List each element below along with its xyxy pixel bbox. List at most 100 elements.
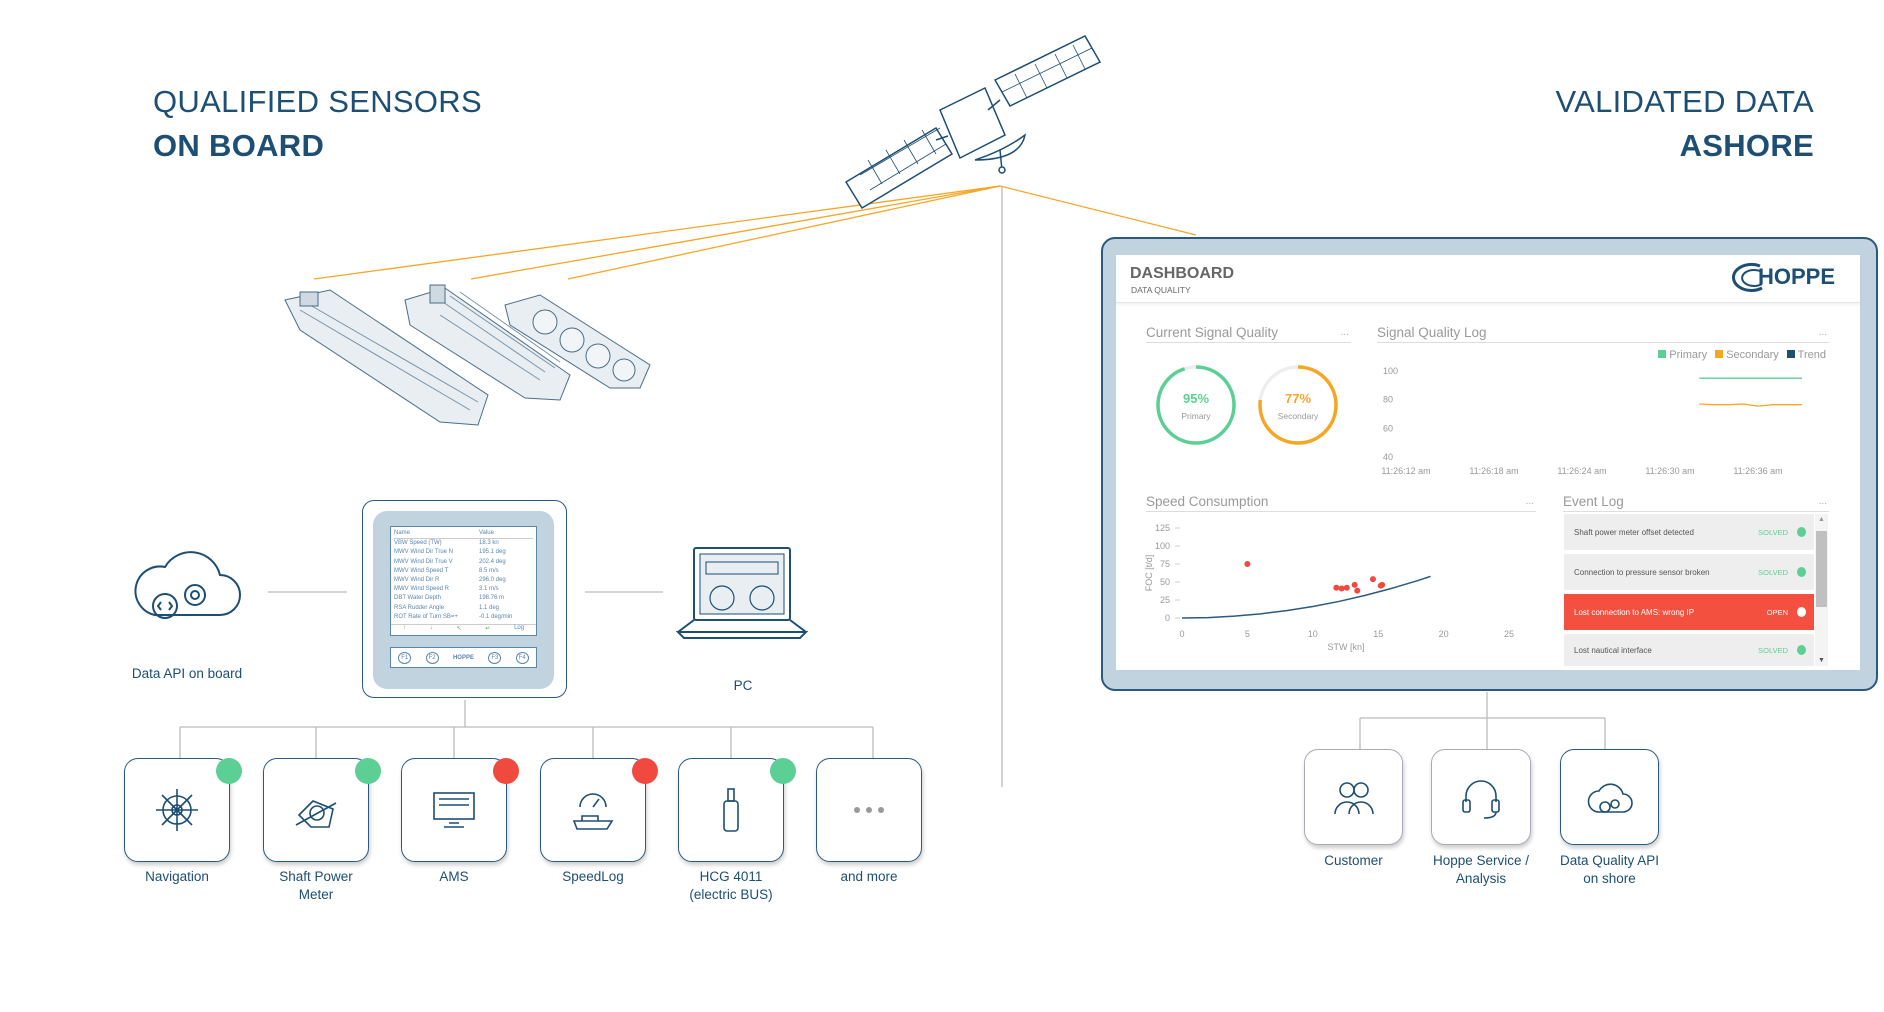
heading-onboard: QUALIFIED SENSORS ON BOARD <box>153 80 482 168</box>
event-status: SOLVED <box>1758 567 1788 577</box>
ashore-cloud-gear[interactable] <box>1560 749 1659 845</box>
sensor-label: HCG 4011 (electric BUS) <box>689 869 773 902</box>
ships-illustration <box>284 284 651 426</box>
row-value: 8.5 m/s <box>479 567 499 574</box>
scroll-up-icon[interactable]: ▲ <box>1818 516 1825 523</box>
row-name: MWV Wind Speed T <box>394 567 449 574</box>
heading-line1: VALIDATED DATA <box>1555 84 1814 119</box>
section-title: Speed Consumption <box>1146 494 1269 509</box>
sensor-ams[interactable] <box>401 758 519 862</box>
more-button[interactable]: ... <box>1818 327 1827 338</box>
ashore-label: Data Quality API on shore <box>1559 853 1660 886</box>
status-dot <box>1797 645 1806 655</box>
event-text: Lost connection to AMS: wrong IP <box>1574 607 1695 617</box>
row-value: -0.1 deg/min <box>479 613 513 620</box>
cloud-api-label: Data API on board <box>131 666 243 681</box>
sensor-label: SpeedLog <box>562 869 624 884</box>
status-dot-ok <box>216 758 242 784</box>
event-text: Connection to pressure sensor broken <box>1574 567 1710 577</box>
device-row: DBT Water Depth 198.76 m <box>394 594 533 603</box>
device-row: MWV Wind Speed T 8.5 m/s <box>394 567 533 576</box>
speedlog-icon <box>572 793 614 830</box>
device-brand: HOPPE <box>452 654 474 661</box>
heading-line1: QUALIFIED SENSORS <box>153 84 482 119</box>
ashore-customer[interactable] <box>1304 749 1403 845</box>
row-value: 202.4 deg <box>479 558 506 565</box>
event-status: SOLVED <box>1758 527 1788 537</box>
event-row[interactable]: Lost connection to AMS: wrong IP OPEN <box>1564 594 1814 630</box>
sensor-navigation[interactable] <box>124 758 242 862</box>
headset-icon <box>1462 780 1500 819</box>
section-title: Signal Quality Log <box>1377 325 1487 340</box>
f4-button[interactable]: F4 <box>515 651 529 664</box>
more-button[interactable]: ... <box>1525 496 1534 507</box>
log-key[interactable]: Log <box>514 625 525 631</box>
dashboard-title: DASHBOARD <box>1130 265 1234 282</box>
dashboard-subtitle: DATA QUALITY <box>1131 285 1191 295</box>
ashore-label: Hoppe Service / Analysis <box>1432 853 1530 886</box>
f2-button[interactable]: F2 <box>425 651 439 664</box>
sensor-hcg[interactable] <box>678 758 796 862</box>
pc-laptop-icon <box>675 546 809 647</box>
col-value: Value <box>479 530 494 536</box>
network-lines <box>179 187 1606 787</box>
row-value: 198.76 m <box>479 595 505 602</box>
gauge-arc <box>1258 365 1338 445</box>
onboard-display-device[interactable]: Name Value VBW Speed (TW) 18.3 kn MWV Wind … <box>362 500 567 698</box>
event-row[interactable]: Connection to pressure sensor broken SOLV… <box>1564 554 1814 590</box>
customer-icon <box>1333 782 1374 815</box>
row-name: DBT Water Depth <box>394 595 442 602</box>
gauge-value: 77% <box>1284 391 1312 406</box>
scroll-down-icon[interactable]: ▼ <box>1818 657 1825 664</box>
row-value: 3.1 m/s <box>479 586 499 593</box>
status-dot <box>1797 527 1806 537</box>
event-row[interactable]: Shaft power meter offset detected SOLVED <box>1564 514 1814 550</box>
cloud-api-icon <box>130 550 245 633</box>
sensor-shaft[interactable] <box>263 758 381 862</box>
event-log-scrollbar[interactable]: ▲ ▼ <box>1815 514 1828 666</box>
signal-quality-title: Current Signal Quality... <box>1146 325 1351 343</box>
scroll-thumb[interactable] <box>1816 531 1827 607</box>
monitor-icon <box>433 792 475 828</box>
gauge-arc <box>1156 365 1236 445</box>
row-value: 1.1 deg <box>479 604 500 611</box>
gauge-label: Primary <box>1181 411 1211 421</box>
sensor-label: Navigation <box>145 869 209 884</box>
helm-wheel-icon <box>156 789 198 831</box>
status-dot <box>1797 607 1806 617</box>
hoppe-logo: HOPPE <box>1730 262 1835 292</box>
sensor-label: Shaft Power Meter <box>279 869 353 902</box>
event-status: OPEN <box>1766 607 1788 617</box>
more-button[interactable]: ... <box>1340 327 1349 338</box>
col-name: Name <box>394 530 411 536</box>
device-softkeys[interactable]: ↑↓↖↵Log <box>391 624 536 635</box>
more-button[interactable]: ... <box>1818 496 1827 507</box>
legend-trend: Trend <box>1786 349 1826 361</box>
device-fkeys: F1 F2 HOPPE F3 F4 <box>390 647 537 668</box>
speed-consumption-title: Speed Consumption... <box>1146 494 1536 512</box>
status-dot-ok <box>770 758 796 784</box>
sensor-speedlog[interactable] <box>540 758 658 862</box>
device-row: VBW Speed (TW) 18.3 kn <box>394 539 533 548</box>
sensor-and[interactable] <box>816 758 922 862</box>
event-text: Shaft power meter offset detected <box>1574 527 1694 537</box>
ashore-headset[interactable] <box>1431 749 1531 845</box>
row-name: RSA Rudder Angle <box>394 604 445 611</box>
status-dot-error <box>493 758 519 784</box>
shaft-power-icon <box>295 800 337 828</box>
gauge-value: 95% <box>1182 391 1210 406</box>
gauge-primary <box>1156 365 1236 445</box>
sensor-bottle-icon <box>723 788 739 832</box>
row-value: 18.3 kn <box>479 540 499 547</box>
event-log-title: Event Log... <box>1563 494 1829 512</box>
f3-button[interactable]: F3 <box>488 651 502 664</box>
legend-label: Secondary <box>1726 349 1779 361</box>
row-name: MWV Wind Dir R <box>394 577 440 584</box>
row-name: VBW Speed (TW) <box>394 540 442 547</box>
f1-button[interactable]: F1 <box>398 651 412 664</box>
event-text: Lost nautical interface <box>1574 645 1652 655</box>
